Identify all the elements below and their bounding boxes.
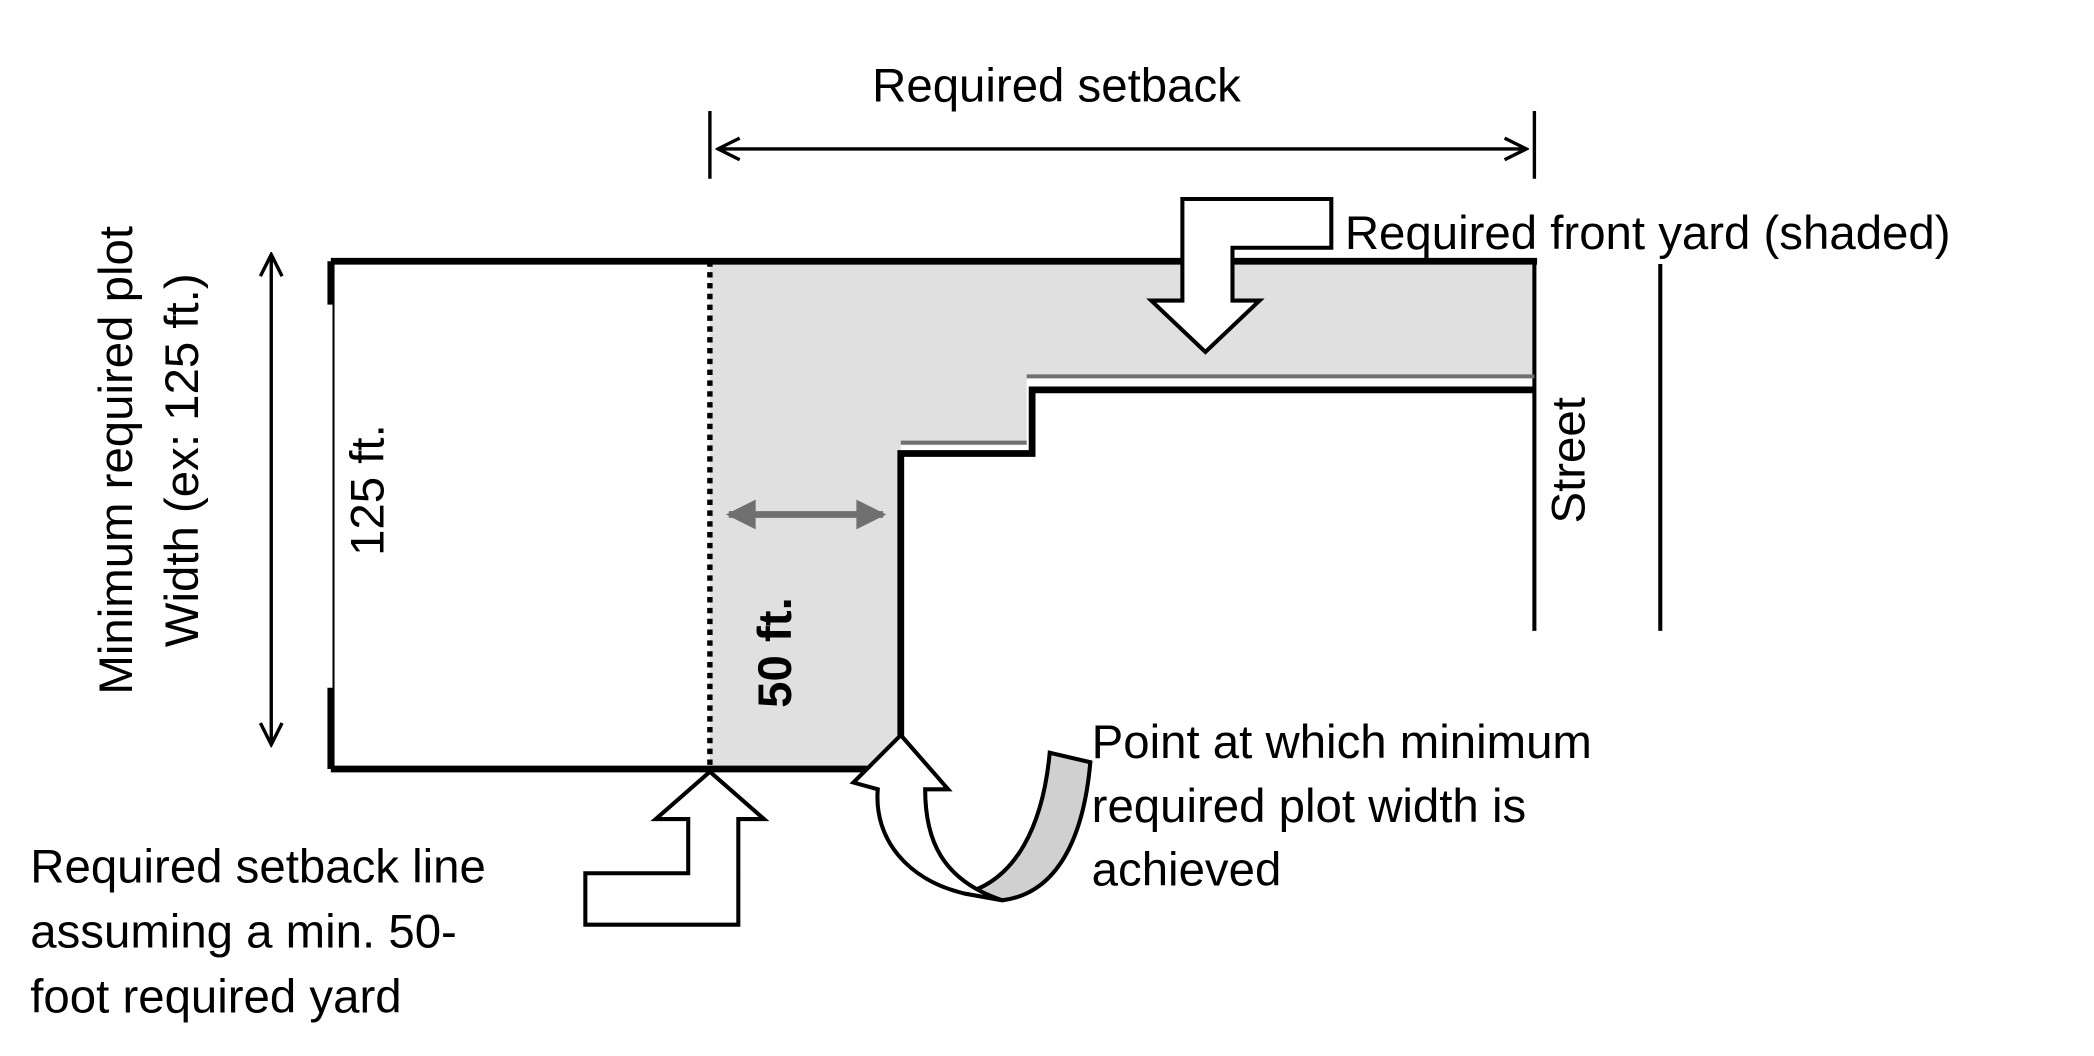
shaded-front-yard <box>709 261 1535 769</box>
yard-edge-lines <box>900 374 1535 445</box>
required-setback-arrow <box>708 111 1537 179</box>
plot-outline <box>327 257 1538 773</box>
point-note-line: required plot width is <box>1092 780 1527 833</box>
point-note-line: achieved <box>1092 843 1282 896</box>
front-yard-label: Required front yard (shaded) <box>1345 207 1951 260</box>
street-label: Street <box>1542 397 1595 523</box>
point-note-line: Point at which minimum <box>1092 716 1592 769</box>
setback-line-note: Required setback line assuming a min. 50… <box>30 841 486 1024</box>
front-yard-pointer-arrow <box>1146 196 1334 355</box>
required-setback-label: Required setback <box>872 60 1241 113</box>
setback-note-line: Required setback line <box>30 841 486 894</box>
setback-note-line: foot required yard <box>30 971 401 1024</box>
point-note: Point at which minimum required plot wid… <box>1092 716 1592 896</box>
min-width-label-line2: Width (ex: 125 ft.) <box>156 273 209 647</box>
min-width-label-line1: Minimum required plot <box>90 226 143 695</box>
setback-note-line: assuming a min. 50- <box>30 906 457 959</box>
setback-line-pointer-arrow <box>583 768 770 927</box>
curved-pointer-arrow <box>849 732 1093 903</box>
yard-depth-label: 50 ft. <box>749 597 802 708</box>
width-value-label: 125 ft. <box>342 424 395 556</box>
